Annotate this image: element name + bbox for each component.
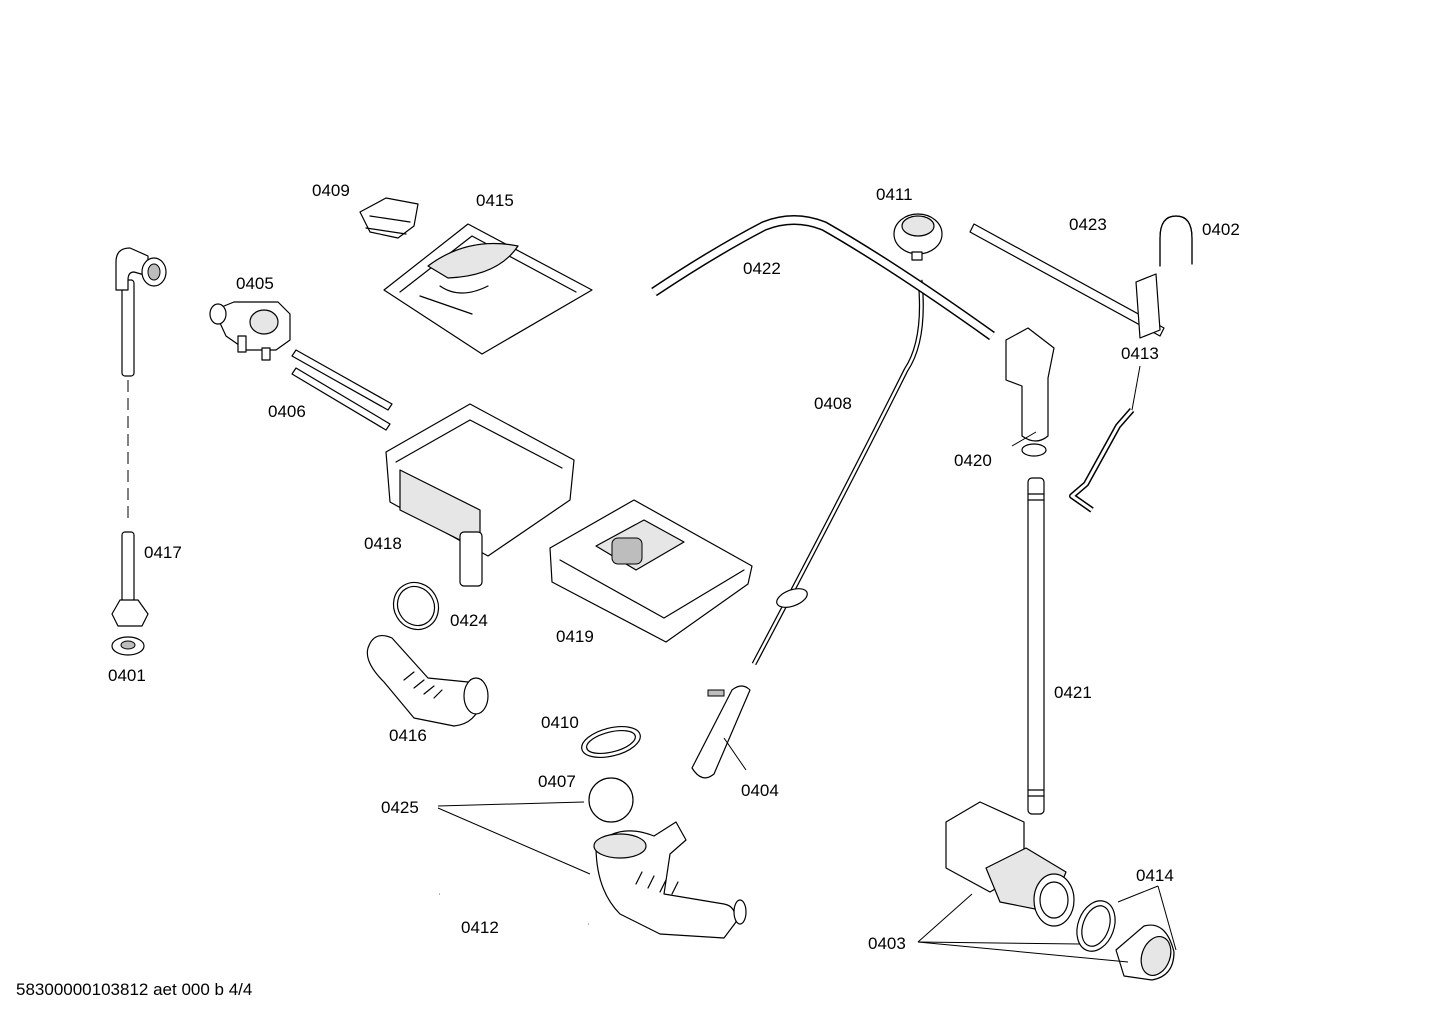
part-0402-hook (1159, 215, 1193, 267)
part-0407-ball (588, 777, 634, 823)
label-0420: 0420 (954, 451, 992, 470)
label-0414: 0414 (1136, 866, 1174, 885)
label-0403: 0403 (868, 934, 906, 953)
label-0418: 0418 (364, 534, 402, 553)
label-0413: 0413 (1121, 344, 1159, 363)
part-labels: 0409 0415 0411 0423 0402 0405 0422 0413 … (108, 181, 1240, 953)
part-0415-housing-cover (383, 223, 593, 355)
part-0422-hose (651, 215, 995, 341)
drawing-reference-footer: 58300000103812 aet 000 b 4/4 (16, 980, 253, 999)
part-0414-filter (1076, 900, 1175, 981)
label-0406: 0406 (268, 402, 306, 421)
label-0402: 0402 (1202, 220, 1240, 239)
label-0421: 0421 (1054, 683, 1092, 702)
part-0413-rod (1069, 408, 1135, 513)
label-0411: 0411 (876, 185, 913, 204)
part-0408-pressure-tube (751, 279, 924, 666)
label-0423: 0423 (1069, 215, 1107, 234)
part-0425-sump-hose (593, 821, 747, 939)
part-0401-washer (111, 636, 145, 656)
label-0419: 0419 (556, 627, 594, 646)
label-0425: 0425 (381, 798, 419, 817)
label-0407: 0407 (538, 772, 576, 791)
label-0422: 0422 (743, 259, 781, 278)
part-0406-tubes (291, 349, 393, 431)
label-0416: 0416 (389, 726, 427, 745)
part-0418-drawer-housing (385, 403, 575, 587)
label-0417: 0417 (144, 543, 182, 562)
leader-lines (437, 365, 1177, 963)
label-0401: 0401 (108, 666, 146, 685)
part-0417-inlet-hose (111, 247, 167, 627)
part-0404-air-chamber (691, 685, 751, 779)
label-0424: 0424 (450, 611, 488, 630)
label-0405: 0405 (236, 274, 274, 293)
part-0409-bracket (359, 197, 419, 239)
label-0412: 0412 (461, 918, 499, 937)
part-0421-vertical-hose (1027, 477, 1045, 815)
part-0416-bellow-hose (366, 635, 489, 727)
part-0419-detergent-drawer (549, 499, 753, 643)
label-0408: 0408 (814, 394, 852, 413)
part-0423-rail (969, 223, 1165, 339)
label-0404: 0404 (741, 781, 779, 800)
label-0415: 0415 (476, 191, 514, 210)
part-0403-drain-pump (945, 801, 1075, 927)
part-0424-seal (392, 581, 440, 631)
part-0420-connector (1005, 327, 1055, 457)
part-0412-small-hose (439, 892, 589, 926)
part-0411-pressure-switch (893, 213, 943, 261)
label-0410: 0410 (541, 713, 579, 732)
label-0409: 0409 (312, 181, 350, 200)
part-0405-valve (209, 301, 291, 361)
part-0410-ring (581, 725, 641, 759)
